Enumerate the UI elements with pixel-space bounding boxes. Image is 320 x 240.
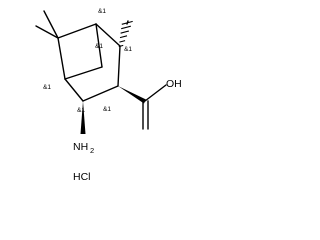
bond-c7-c6 [64,78,84,102]
bond-c5-c4 [117,45,121,87]
hydroxyl-label: OH [166,78,182,90]
stereo-label-c4: &1 [95,43,103,50]
bond-methyl-a [35,25,59,39]
salt-label: HCl [73,171,91,183]
amine-label: NH 2 [73,141,94,155]
bond-c2-c7 [57,37,66,80]
bond-bridge-c7 [64,66,103,80]
stereo-label-c3: &1 [124,46,132,53]
wedge-bond-amine [80,101,86,134]
wedge-bond-carboxyl [118,86,146,104]
stereo-label-c6: &1 [77,107,85,114]
bond-c1-c3 [95,23,121,47]
bond-c1-bridge [95,23,103,68]
molecule-structure: &1 &1 &1 &1 &1 &1 OH NH 2 HCl [35,8,182,183]
stereo-label-c5: &1 [103,106,111,113]
amine-subscript: 2 [90,146,94,155]
stereo-label-c7: &1 [43,84,51,91]
bond-carboxyl-oh [144,84,167,102]
hashed-bond-methyl-c4 [118,20,133,48]
bond-methyl-b [43,10,59,39]
amine-atom-label: NH [73,141,88,153]
bond-c1-c2 [57,23,97,39]
bond-c6-c5 [82,85,119,102]
bond-methyl-c4-tail [126,20,129,25]
stereo-label-c1: &1 [98,8,106,15]
